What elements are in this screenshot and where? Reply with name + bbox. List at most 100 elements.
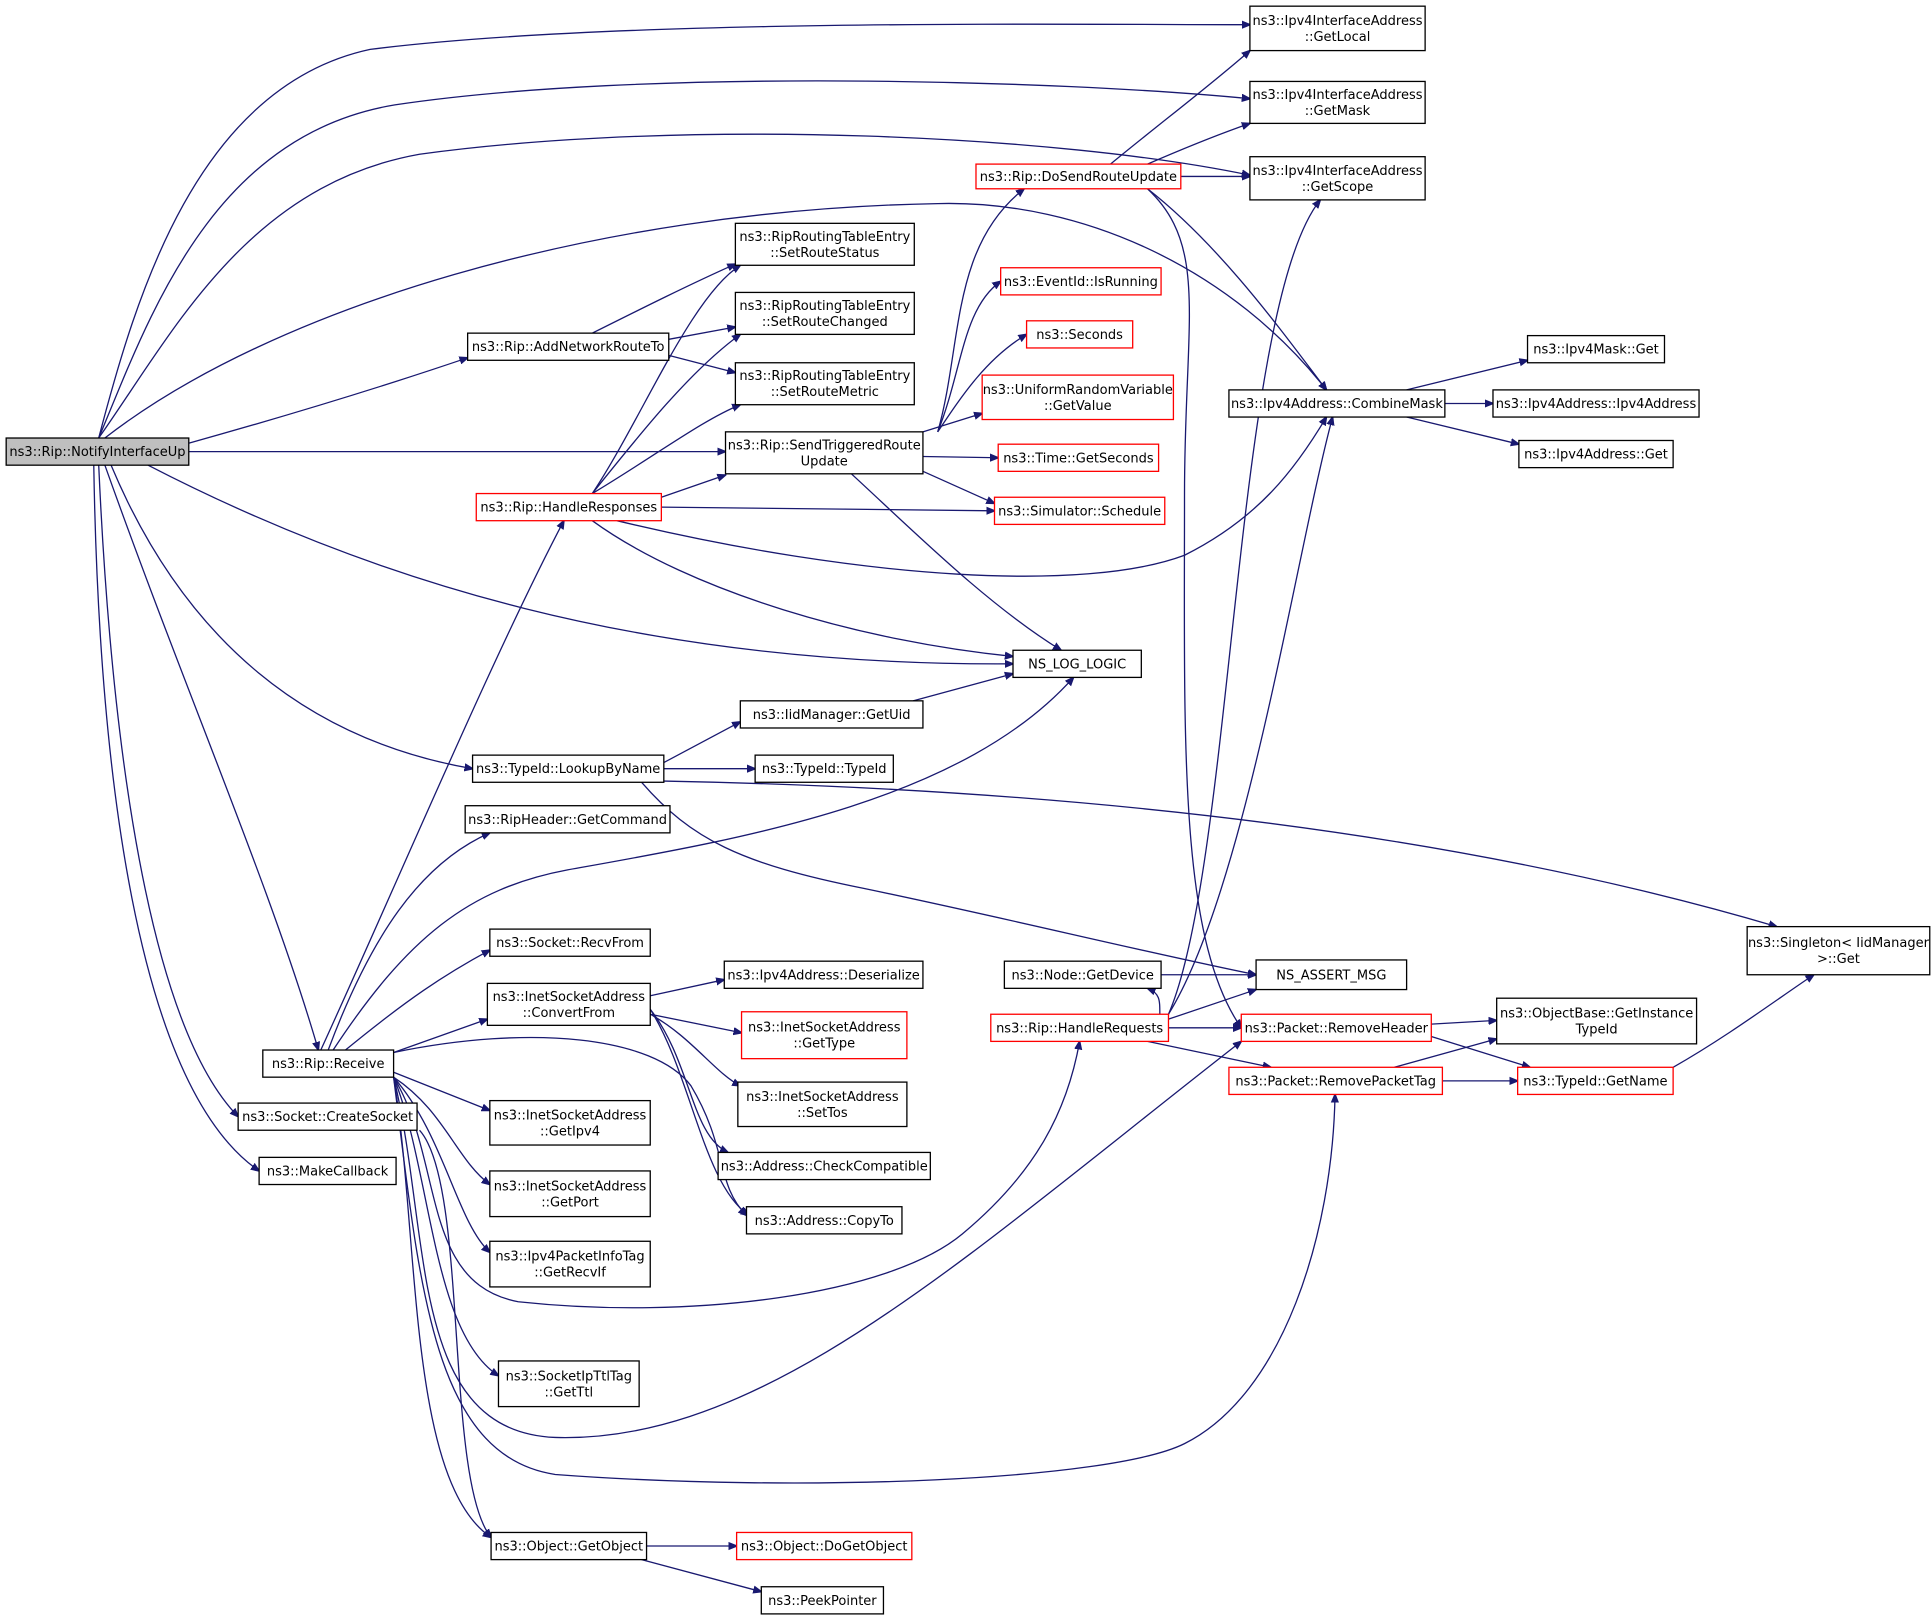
- node-label: ns3::Singleton< IidManager: [1748, 936, 1930, 951]
- node-box: [990, 1013, 1170, 1043]
- graph-node-recvfrom[interactable]: ns3::Socket::RecvFrom: [489, 928, 651, 957]
- node-label: NS_LOG_LOGIC: [1028, 657, 1126, 672]
- node-label: ns3::Simulator::Schedule: [998, 504, 1161, 519]
- graph-node-getuid[interactable]: ns3::IidManager::GetUid: [739, 700, 924, 729]
- node-box: [734, 362, 915, 406]
- graph-node-removeheader[interactable]: ns3::Packet::RemoveHeader: [1240, 1013, 1432, 1043]
- graph-node-checkcompat[interactable]: ns3::Address::CheckCompatible: [717, 1151, 931, 1181]
- call-edge-sendtrig-to-isrunning: [937, 281, 1001, 433]
- graph-node-setmetric[interactable]: ns3::RipRoutingTableEntry::SetRouteMetri…: [734, 362, 915, 406]
- graph-node-getobject[interactable]: ns3::Object::GetObject: [490, 1531, 648, 1561]
- call-edge-removetag-to-getinst: [1394, 1039, 1496, 1068]
- node-label: ns3::Rip::DoSendRouteUpdate: [980, 170, 1177, 185]
- node-box: [981, 374, 1175, 421]
- graph-node-createsock[interactable]: ns3::Socket::CreateSocket: [237, 1102, 418, 1131]
- node-box: [760, 1586, 885, 1615]
- node-box: [237, 1102, 418, 1131]
- node-label: ns3::TypeId::TypeId: [762, 762, 887, 777]
- graph-node-gettype[interactable]: ns3::InetSocketAddress::GetType: [740, 1011, 908, 1060]
- call-edge-handleresp-to-setchanged: [591, 334, 740, 494]
- node-box: [723, 960, 924, 989]
- call-edge-sendtrig-to-nslog: [850, 473, 1061, 650]
- graph-node-lookup[interactable]: ns3::TypeId::LookupByName: [471, 754, 665, 783]
- node-box: [489, 1240, 651, 1288]
- graph-node-maskget[interactable]: ns3::Ipv4Mask::Get: [1526, 334, 1666, 364]
- call-edge-notify-to-makecb: [93, 465, 259, 1171]
- call-edge-dosend-to-combinemask: [1147, 188, 1327, 390]
- graph-node-setstatus[interactable]: ns3::RipRoutingTableEntry::SetRouteStatu…: [734, 222, 915, 266]
- node-box: [754, 754, 894, 783]
- node-box: [1496, 997, 1698, 1045]
- graph-node-ipv4ctor[interactable]: ns3::Ipv4Address::Ipv4Address: [1492, 389, 1700, 418]
- graph-node-makecb[interactable]: ns3::MakeCallback: [258, 1156, 397, 1186]
- graph-node-combinemask[interactable]: ns3::Ipv4Address::CombineMask: [1228, 389, 1446, 418]
- graph-node-getcommand[interactable]: ns3::RipHeader::GetCommand: [464, 805, 671, 834]
- node-label: ns3::UniformRandomVariable: [983, 383, 1173, 398]
- graph-node-handleresp[interactable]: ns3::Rip::HandleResponses: [475, 492, 662, 522]
- graph-node-getlocal[interactable]: ns3::Ipv4InterfaceAddress::GetLocal: [1249, 5, 1426, 52]
- graph-node-copyto[interactable]: ns3::Address::CopyTo: [745, 1206, 903, 1235]
- node-box: [1000, 267, 1162, 296]
- graph-node-receive[interactable]: ns3::Rip::Receive: [262, 1049, 395, 1078]
- node-label: ::SetTos: [797, 1106, 848, 1121]
- call-edge-sendtrig-to-schedule: [922, 470, 995, 503]
- graph-node-getmask[interactable]: ns3::Ipv4InterfaceAddress::GetMask: [1249, 80, 1426, 125]
- graph-node-getname[interactable]: ns3::TypeId::GetName: [1517, 1066, 1674, 1096]
- node-box: [1249, 156, 1426, 201]
- graph-node-handlereq[interactable]: ns3::Rip::HandleRequests: [990, 1013, 1170, 1043]
- graph-node-getrecvif[interactable]: ns3::Ipv4PacketInfoTag::GetRecvIf: [489, 1240, 651, 1288]
- node-box: [489, 928, 651, 957]
- node-label: ns3::Object::DoGetObject: [741, 1540, 908, 1555]
- graph-node-getdevice[interactable]: ns3::Node::GetDevice: [1003, 960, 1162, 989]
- graph-node-peekptr[interactable]: ns3::PeekPointer: [760, 1586, 885, 1615]
- graph-node-settos[interactable]: ns3::InetSocketAddress::SetTos: [737, 1081, 908, 1128]
- graph-node-getseconds[interactable]: ns3::Time::GetSeconds: [997, 443, 1160, 472]
- call-edge-getobject-to-peekptr: [641, 1558, 762, 1592]
- graph-node-schedule[interactable]: ns3::Simulator::Schedule: [993, 496, 1166, 526]
- graph-node-deserialize[interactable]: ns3::Ipv4Address::Deserialize: [723, 960, 924, 989]
- node-label: ns3::Node::GetDevice: [1012, 968, 1154, 983]
- graph-node-addrget[interactable]: ns3::Ipv4Address::Get: [1518, 439, 1674, 469]
- node-box: [471, 754, 665, 783]
- graph-node-removetag[interactable]: ns3::Packet::RemovePacketTag: [1228, 1066, 1444, 1096]
- graph-node-dosend[interactable]: ns3::Rip::DoSendRouteUpdate: [975, 163, 1182, 190]
- node-label: ns3::TypeId::LookupByName: [476, 762, 660, 777]
- node-label: ::SetRouteMetric: [771, 385, 879, 400]
- graph-node-dogetobject[interactable]: ns3::Object::DoGetObject: [735, 1531, 913, 1561]
- call-edge-handlereq-to-combinemask: [1167, 417, 1332, 1015]
- node-box: [5, 437, 190, 466]
- node-box: [258, 1156, 397, 1186]
- graph-node-isrunning[interactable]: ns3::EventId::IsRunning: [1000, 267, 1162, 296]
- call-edge-removeheader-to-getname: [1431, 1035, 1530, 1067]
- node-box: [1492, 389, 1700, 418]
- node-box: [489, 1099, 651, 1146]
- graph-node-getttl[interactable]: ns3::SocketIpTtlTag::GetTtl: [497, 1360, 640, 1408]
- graph-node-getport[interactable]: ns3::InetSocketAddress::GetPort: [489, 1170, 651, 1218]
- node-label: NS_ASSERT_MSG: [1276, 968, 1386, 983]
- graph-node-getscope[interactable]: ns3::Ipv4InterfaceAddress::GetScope: [1249, 156, 1426, 201]
- node-box: [735, 1531, 913, 1561]
- call-edge-addnet-to-setmetric: [668, 354, 736, 372]
- graph-node-setchanged[interactable]: ns3::RipRoutingTableEntry::SetRouteChang…: [734, 291, 915, 336]
- graph-node-getvalue[interactable]: ns3::UniformRandomVariable::GetValue: [981, 374, 1175, 421]
- graph-node-seconds[interactable]: ns3::Seconds: [1025, 320, 1134, 349]
- call-edge-dosend-to-getlocal: [1110, 51, 1249, 165]
- node-box: [717, 1151, 931, 1181]
- node-label: ns3::Ipv4InterfaceAddress: [1252, 14, 1422, 29]
- graph-node-convertfrom[interactable]: ns3::InetSocketAddress::ConvertFrom: [486, 982, 651, 1026]
- node-label: ns3::IidManager::GetUid: [753, 708, 911, 723]
- graph-node-typeid[interactable]: ns3::TypeId::TypeId: [754, 754, 894, 783]
- graph-node-addnet[interactable]: ns3::Rip::AddNetworkRouteTo: [466, 332, 670, 361]
- node-label: ns3::Rip::NotifyInterfaceUp: [9, 445, 185, 460]
- node-label: ns3::Socket::CreateSocket: [242, 1110, 413, 1125]
- node-label: ::GetScope: [1302, 180, 1374, 195]
- graph-node-nslog[interactable]: NS_LOG_LOGIC: [1012, 649, 1142, 679]
- graph-node-singleton[interactable]: ns3::Singleton< IidManager >::Get: [1746, 925, 1931, 976]
- graph-node-notify[interactable]: ns3::Rip::NotifyInterfaceUp: [5, 437, 190, 466]
- graph-node-assertmsg[interactable]: NS_ASSERT_MSG: [1255, 959, 1408, 991]
- node-box: [745, 1206, 903, 1235]
- graph-node-getipv4[interactable]: ns3::InetSocketAddress::GetIpv4: [489, 1099, 651, 1146]
- call-edge-notify-to-addnet: [184, 358, 468, 445]
